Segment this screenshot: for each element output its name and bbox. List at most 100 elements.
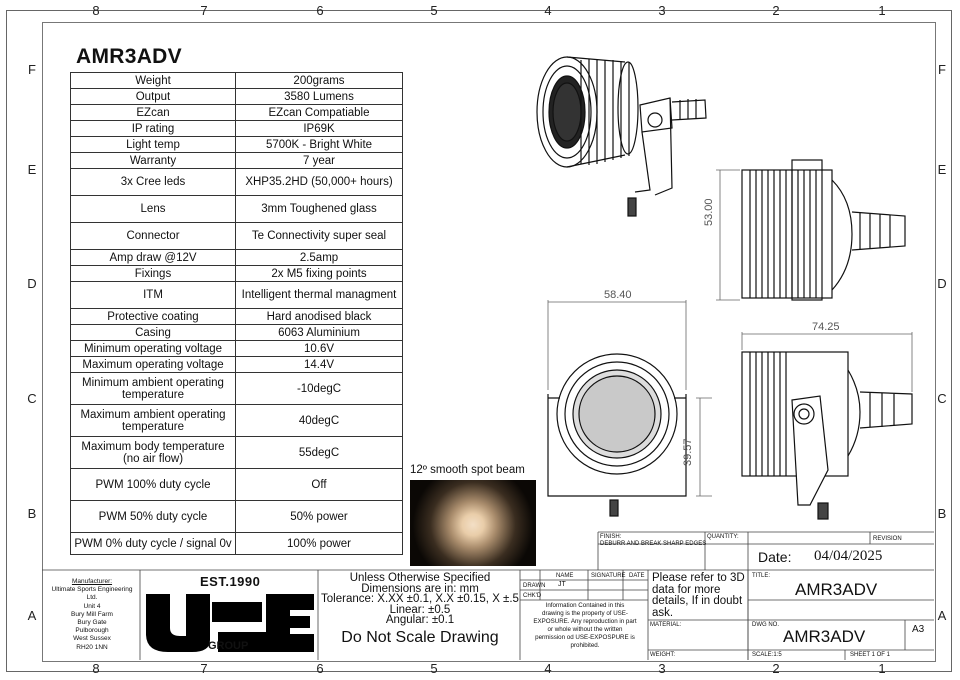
drawing-inner-frame [42, 22, 936, 662]
zone-label: 7 [200, 661, 208, 676]
manufacturer-line: RH20 1NN [76, 643, 108, 651]
spec-key: Warranty [70, 152, 236, 169]
dimension-length: 74.25 [812, 321, 840, 333]
front-view [547, 353, 687, 517]
finish-label: FINISH: [600, 534, 622, 540]
spec-key: 3x Cree leds [70, 168, 236, 196]
date-col-label: DATE [629, 573, 645, 579]
zone-label: 4 [544, 3, 552, 18]
dimension-front-width: 58.40 [604, 289, 632, 301]
zone-label: 6 [316, 3, 324, 18]
manufacturer-line: Unit 4 [83, 602, 101, 610]
zone-label: A [27, 608, 37, 623]
spec-key: Protective coating [70, 308, 236, 325]
spec-value: 3mm Toughened glass [235, 195, 403, 223]
isometric-view [536, 56, 707, 217]
zone-label: A [937, 608, 947, 623]
title-label: TITLE: [752, 573, 771, 579]
scale-label: SCALE:1:5 [752, 652, 782, 658]
quantity-label: QUANTITY: [707, 534, 739, 540]
zone-label: B [27, 506, 37, 521]
zone-label: 2 [772, 661, 780, 676]
spec-value: 14.4V [235, 356, 403, 373]
spec-value: 100% power [235, 532, 403, 555]
spec-key: EZcan [70, 104, 236, 121]
notice-line: prohibited. [570, 642, 600, 649]
tolerance-text: Tolerance: X.XX ±0.1, X.X ±0.15, X ±.5 [321, 593, 519, 605]
deburr-note: DEBURR AND BREAK SHARP EDGES [600, 541, 707, 547]
zone-label: 1 [878, 3, 886, 18]
name-col-label: NAME [556, 573, 574, 579]
spec-value: XHP35.2HD (50,000+ hours) [235, 168, 403, 196]
logo-est: EST.1990 [200, 574, 261, 589]
zone-label: C [27, 391, 37, 406]
notice-line: drawing is the property of USE- [542, 610, 628, 617]
manufacturer-line: Ultimate Sports Engineering [51, 586, 133, 594]
beam-photo [410, 480, 536, 566]
date-value: 04/04/2025 [814, 548, 883, 564]
drawing-title: AMR3ADV [76, 45, 182, 68]
zone-label: D [937, 276, 947, 291]
spec-value: 55degC [235, 436, 403, 469]
notice-line: Information Contained in this [545, 602, 625, 609]
spec-key: Output [70, 88, 236, 105]
spec-value: 10.6V [235, 340, 403, 357]
title-value: AMR3ADV [795, 580, 878, 599]
spec-key: Connector [70, 222, 236, 250]
checked-label: CHK'D [523, 593, 542, 599]
unless-specified: Unless Otherwise Specified [349, 572, 491, 584]
spec-value: Hard anodised black [235, 308, 403, 325]
zone-label: E [27, 162, 37, 177]
spec-value: Intelligent thermal managment [235, 281, 403, 309]
spec-value: 6063 Aluminium [235, 324, 403, 341]
spec-key: Maximum ambient operating temperature [70, 404, 236, 437]
zone-label: 7 [200, 3, 208, 18]
spec-key: Light temp [70, 136, 236, 153]
spec-key: Lens [70, 195, 236, 223]
technical-views [536, 56, 913, 520]
dimension-front-height: 39.57 [682, 438, 694, 466]
beam-label: 12º smooth spot beam [410, 464, 525, 476]
zone-label: 4 [544, 661, 552, 676]
dimension-height: 53.00 [703, 198, 715, 226]
spec-value: Te Connectivity super seal [235, 222, 403, 250]
spec-value: 2x M5 fixing points [235, 265, 403, 282]
manufacturer-line: Bury Mill Farm [71, 610, 113, 618]
zone-label: F [938, 62, 946, 77]
tolerance-block: Unless Otherwise Specified Dimensions ar… [320, 573, 520, 646]
do-not-scale: Do Not Scale Drawing [341, 628, 499, 646]
dwg-no-label: DWG NO. [752, 622, 779, 628]
zone-label: 2 [772, 3, 780, 18]
notice-line: permission od USE-EXPOSPURE is [535, 634, 635, 641]
weight-label: WEIGHT: [650, 652, 675, 658]
spec-value: EZcan Compatiable [235, 104, 403, 121]
zone-label: C [937, 391, 947, 406]
sheet-label: SHEET 1 OF 1 [850, 652, 890, 658]
spec-key: Amp draw @12V [70, 249, 236, 266]
spec-value: -10degC [235, 372, 403, 405]
date-label: Date: [758, 549, 792, 565]
spec-value: IP69K [235, 120, 403, 137]
spec-value: 7 year [235, 152, 403, 169]
spec-value: 5700K - Bright White [235, 136, 403, 153]
drawn-name: JT [558, 581, 566, 588]
linear-tolerance: Linear: ±0.5 [389, 603, 451, 616]
dwg-no-value: AMR3ADV [783, 627, 866, 646]
spec-value: 2.5amp [235, 249, 403, 266]
zone-label: F [28, 62, 36, 77]
zone-label: E [937, 162, 947, 177]
spec-row: Minimum ambient operating temperature-10… [70, 372, 403, 405]
